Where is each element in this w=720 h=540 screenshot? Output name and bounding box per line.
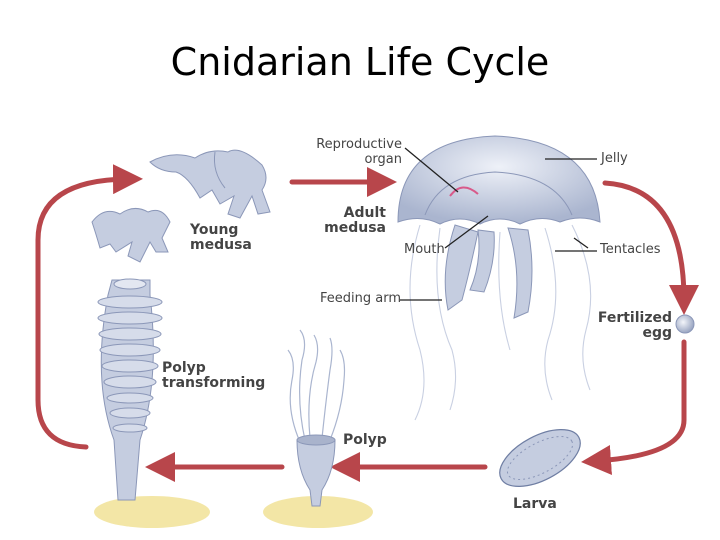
arrow-transforming-to-young bbox=[35, 164, 143, 450]
fertilized-egg-figure bbox=[675, 314, 695, 334]
label-polyp: Polyp bbox=[343, 432, 387, 448]
label-tentacles: Tentacles bbox=[600, 242, 661, 257]
label-fertilized-egg: Fertilized egg bbox=[597, 310, 672, 341]
label-mouth: Mouth bbox=[404, 242, 445, 257]
label-reproductive-organ: Reproductive organ bbox=[316, 137, 402, 167]
page-title: Cnidarian Life Cycle bbox=[170, 40, 550, 84]
label-young-medusa: Young medusa bbox=[190, 222, 252, 253]
polyp-figure bbox=[287, 329, 346, 507]
leader-lines bbox=[400, 147, 597, 301]
polyp-transforming-figure bbox=[97, 278, 163, 501]
young-medusa-figure bbox=[91, 149, 271, 263]
cycle-arrows bbox=[35, 164, 699, 482]
label-jelly: Jelly bbox=[601, 151, 628, 166]
larva-figure bbox=[499, 429, 581, 487]
arrow-egg-to-larva bbox=[581, 339, 687, 475]
label-adult-medusa: Adult medusa bbox=[324, 205, 386, 236]
label-polyp-transforming: Polyp transforming bbox=[162, 360, 266, 391]
arrow-adult-to-egg bbox=[602, 180, 699, 315]
sand-patches bbox=[94, 496, 373, 528]
adult-medusa-figure bbox=[397, 135, 601, 421]
label-feeding-arm: Feeding arm bbox=[320, 291, 401, 306]
label-larva: Larva bbox=[513, 496, 557, 512]
